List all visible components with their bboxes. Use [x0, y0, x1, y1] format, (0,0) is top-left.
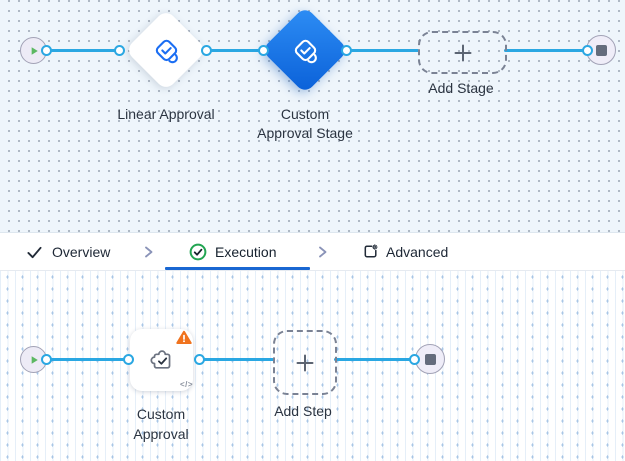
- add-step-button[interactable]: [273, 330, 337, 395]
- tab-execution[interactable]: Execution: [165, 233, 310, 270]
- tab-overview[interactable]: Overview: [0, 233, 160, 270]
- edge-addstage-to-end: [504, 49, 588, 52]
- label-line: Custom: [136, 406, 186, 422]
- approval-check-icon: [153, 38, 180, 64]
- port-custom-in[interactable]: [258, 45, 269, 56]
- port-end-in[interactable]: [582, 45, 593, 56]
- edge-step-to-addstep: [199, 358, 274, 361]
- edge-start-to-step: [47, 358, 129, 361]
- warning-triangle-icon: [176, 330, 192, 345]
- port-step-out[interactable]: [194, 354, 205, 365]
- tab-overview-label: Overview: [52, 244, 111, 260]
- stage-label-custom-approval-stage: Custom Approval Stage: [235, 105, 375, 143]
- label-line: Custom: [280, 106, 330, 122]
- tab-execution-label: Execution: [215, 244, 277, 260]
- port-step-start-out[interactable]: [41, 354, 52, 365]
- stage-canvas[interactable]: Linear Approval Custom Approval Stage Ad…: [0, 0, 625, 232]
- edge-start-to-linear: [47, 49, 120, 52]
- approval-check-icon: [292, 38, 319, 64]
- edge-linear-to-custom: [206, 49, 264, 52]
- code-type-badge: </>: [180, 380, 194, 389]
- port-linear-out[interactable]: [201, 45, 212, 56]
- play-icon: [27, 44, 41, 58]
- stage-label-linear-approval: Linear Approval: [117, 106, 215, 122]
- chevron-right-icon: [316, 244, 329, 260]
- step-label-custom-approval: Custom Approval: [91, 404, 231, 444]
- stop-icon: [424, 353, 436, 365]
- label-line: Approval Stage: [257, 125, 353, 141]
- tab-advanced[interactable]: Advanced: [340, 233, 470, 270]
- step-canvas[interactable]: </> Custom Approval Add Step: [0, 271, 625, 461]
- step-end-node[interactable]: [415, 344, 445, 374]
- active-tab-underline: [165, 267, 310, 270]
- edge-custom-to-addstage: [346, 49, 419, 52]
- port-step-in[interactable]: [123, 354, 134, 365]
- tab-bar: Overview Execution: [0, 232, 625, 271]
- stop-icon: [595, 44, 607, 56]
- add-step-label: Add Step: [274, 403, 332, 419]
- check-circle-icon: [189, 243, 207, 261]
- port-custom-out[interactable]: [341, 45, 352, 56]
- tab-advanced-label: Advanced: [386, 244, 449, 260]
- edge-addstep-to-end: [334, 358, 416, 361]
- port-linear-in[interactable]: [114, 45, 125, 56]
- plus-icon: [294, 352, 316, 374]
- plus-icon: [452, 42, 474, 64]
- add-stage-button[interactable]: [418, 31, 507, 74]
- advanced-settings-icon: [362, 243, 379, 260]
- play-icon: [27, 353, 41, 367]
- add-stage-label: Add Stage: [428, 80, 494, 96]
- puzzle-check-icon: [146, 345, 177, 375]
- port-step-end-in[interactable]: [409, 354, 420, 365]
- label-line: Approval: [133, 426, 189, 442]
- port-start-out[interactable]: [41, 45, 52, 56]
- chevron-right-icon: [142, 244, 155, 260]
